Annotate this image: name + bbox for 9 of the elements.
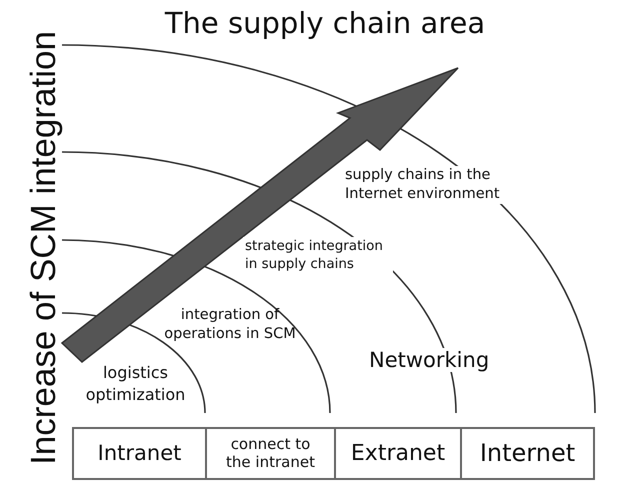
stage-label: logistics optimization — [84, 362, 186, 406]
network-box: Extranet — [334, 427, 462, 480]
network-box: Internet — [460, 427, 595, 480]
diagram-title: The supply chain area — [164, 6, 486, 40]
network-box: Intranet — [72, 427, 207, 480]
stage-label: integration of operations in SCM — [163, 306, 297, 344]
stage-label: strategic integration in supply chains — [243, 237, 393, 274]
network-box: connect to the intranet — [205, 427, 336, 480]
axis-label: Increase of SCM integration — [24, 30, 64, 467]
